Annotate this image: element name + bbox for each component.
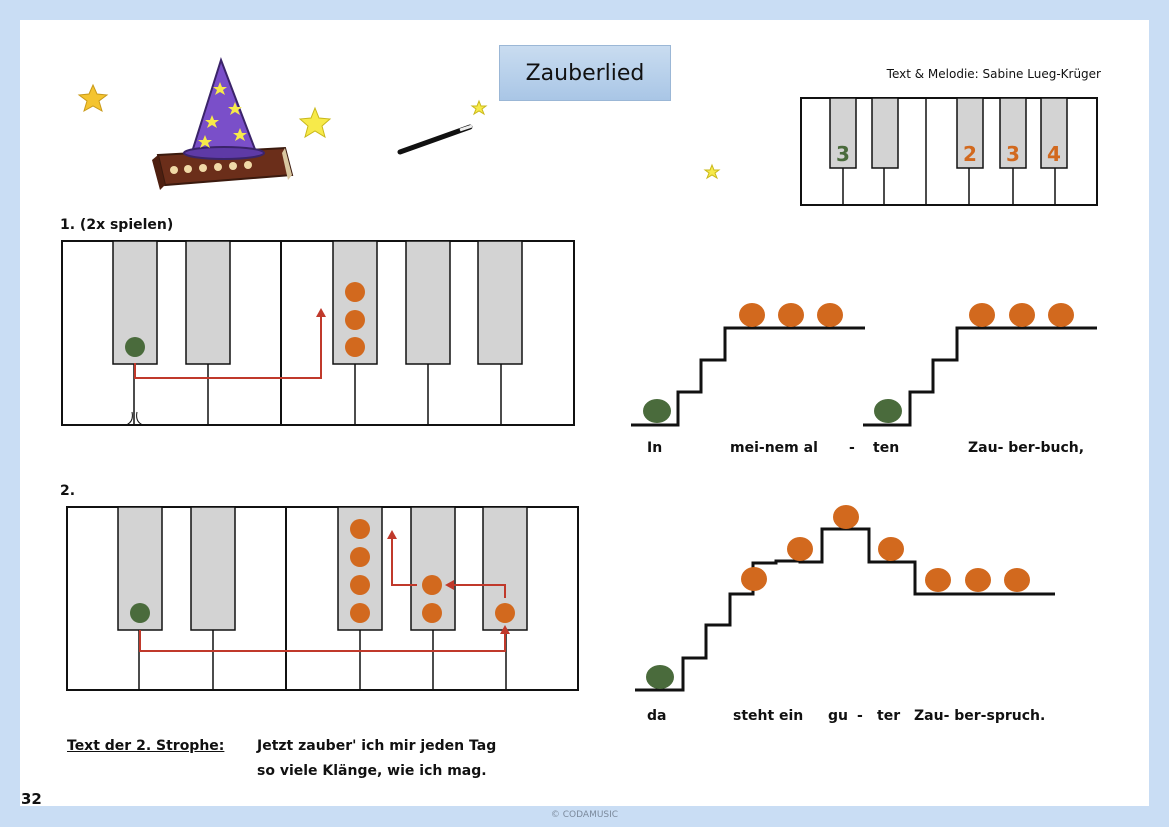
star-icon: [470, 99, 488, 116]
arrow-path: [139, 630, 506, 652]
note-orange: [422, 575, 442, 595]
note-green: [130, 603, 150, 623]
section-1-label: 1. (2x spielen): [60, 217, 174, 233]
credit-text: Text & Melodie: Sabine Lueg-Krüger: [886, 67, 1101, 81]
finger-number: 3: [836, 142, 850, 166]
staircase-2: [635, 505, 1055, 692]
note-orange: [350, 603, 370, 623]
note-green: [125, 337, 145, 357]
lyric-word: gu: [828, 708, 848, 724]
finger-number: 3: [1006, 142, 1020, 166]
note-orange: [350, 519, 370, 539]
lyric-word: -: [849, 440, 855, 456]
lyric-word: In: [647, 440, 663, 456]
copyright-text: © CODAMUSIC: [550, 810, 619, 820]
note-orange: [350, 575, 370, 595]
verse-line-2: so viele Klänge, wie ich mag.: [257, 763, 487, 779]
spell-book-icon: [152, 146, 294, 190]
star-icon: [77, 83, 109, 113]
lyric-word: ten: [873, 440, 900, 456]
note-orange: [495, 603, 515, 623]
verse-line-1: Jetzt zauber' ich mir jeden Tag: [257, 738, 497, 754]
arrow-path: [391, 537, 417, 586]
illustration-layer: 3 2 3 4: [61, 56, 1098, 692]
arrow-path: [134, 315, 322, 379]
keyboard-2: [66, 506, 579, 691]
magic-wand-icon: [397, 124, 473, 155]
page-title: Zauberlied: [499, 45, 671, 101]
lyric-word: ein: [779, 708, 804, 724]
note-orange: [350, 547, 370, 567]
wizard-hat-icon: [183, 56, 265, 160]
lyric-word: -: [857, 708, 863, 724]
finger-number: 4: [1047, 142, 1061, 166]
section-2-label: 2.: [60, 483, 76, 499]
star-icon: [703, 163, 721, 180]
finger-legend-keyboard: [800, 97, 1098, 206]
lyric-word: steht: [733, 708, 775, 724]
finger-number: 2: [963, 142, 977, 166]
keyboard-1: [61, 240, 575, 426]
arrow-path: [452, 584, 506, 598]
lyric-word: Zau- ber-buch,: [968, 440, 1085, 456]
staircase-1a: [631, 303, 865, 427]
lyric-word: ter: [877, 708, 901, 724]
star-icon: [298, 106, 332, 139]
page-number: 32: [21, 790, 42, 808]
lyric-word: Zau- ber-spruch.: [914, 708, 1046, 724]
note-orange: [422, 603, 442, 623]
lyric-word: da: [647, 708, 667, 724]
lyric-word: mei-nem al: [730, 440, 818, 456]
staircase-1b: [863, 303, 1097, 427]
note-orange: [345, 282, 365, 302]
strophe-label: Text der 2. Strophe:: [67, 738, 225, 754]
note-orange: [345, 310, 365, 330]
note-orange: [345, 337, 365, 357]
